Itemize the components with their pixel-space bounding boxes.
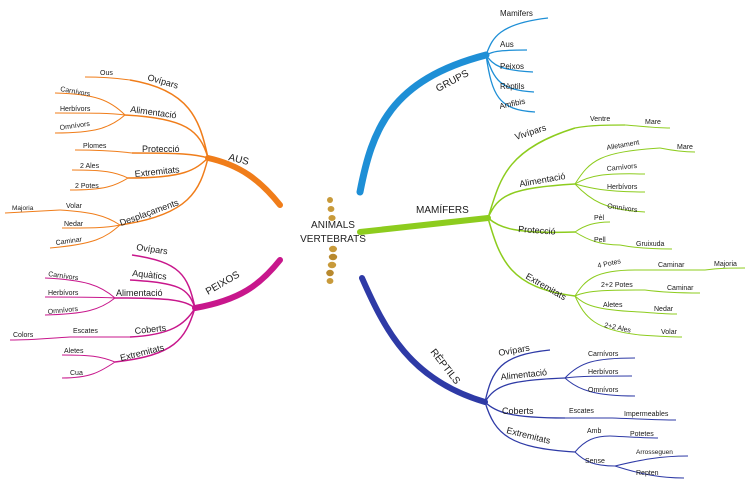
reptils-potetes: Potetes bbox=[630, 431, 654, 438]
peixos-herbivors: Herbívors bbox=[48, 290, 79, 297]
aus-omnivors: Omnívors bbox=[59, 121, 91, 132]
branch-grups[interactable]: GRUPS Mamifers Aus Peixos Rèptils Amfibi… bbox=[356, 9, 549, 196]
grups-mamifers: Mamifers bbox=[500, 9, 533, 18]
mamifers-mare-2: Mare bbox=[677, 144, 693, 151]
peixos-aquatics: Aquàtics bbox=[132, 268, 168, 282]
branch-aus[interactable]: AUS Ovípars Ous Alimentació Carnívors He… bbox=[4, 70, 283, 249]
peixos-colors: Colors bbox=[13, 332, 34, 339]
aus-plomes: Plomes bbox=[83, 143, 107, 150]
aus-proteccio: Protecció bbox=[142, 144, 180, 154]
aus-volar: Volar bbox=[66, 203, 83, 210]
mamifers-carnivors: Carnívors bbox=[606, 163, 637, 173]
mamifers-majoria: Majoria bbox=[714, 261, 737, 268]
aus-2-potes: 2 Potes bbox=[75, 183, 99, 190]
peixos-cua: Cua bbox=[70, 370, 83, 377]
aus-extremitats: Extremitats bbox=[134, 164, 180, 179]
spine-icon bbox=[326, 197, 338, 284]
aus-majoria: Majoria bbox=[12, 205, 34, 212]
reptils-arrosseguen: Arrosseguen bbox=[636, 449, 673, 456]
peixos-ovipars: Ovípars bbox=[136, 242, 169, 256]
grups-amfibis: Amfibis bbox=[499, 97, 527, 111]
reptils-alimentacio: Alimentació bbox=[500, 367, 547, 382]
peixos-aletes: Aletes bbox=[64, 348, 84, 355]
peixos-omnivors: Omnívors bbox=[47, 306, 78, 316]
mamifers-pell: Pell bbox=[594, 237, 606, 244]
mamifers-aletes: Aletes bbox=[603, 302, 623, 309]
peixos-extremitats: Extremitats bbox=[119, 342, 166, 363]
mamifers-ventre: Ventre bbox=[590, 116, 610, 123]
reptils-impermeables: Impermeables bbox=[624, 411, 669, 418]
reptils-sense: Sense bbox=[585, 458, 605, 465]
peixos-alimentacio: Alimentació bbox=[116, 288, 163, 298]
grups-peixos: Peixos bbox=[500, 62, 524, 71]
branch-reptils[interactable]: RÈPTILS Ovípars Alimentació Carnívors He… bbox=[359, 275, 689, 479]
mamifers-2-2-ales: 2+2 Ales bbox=[604, 322, 632, 335]
mamifers-pel: Pèl bbox=[594, 215, 605, 222]
mamifers-nedar: Nedar bbox=[654, 306, 674, 313]
mamifers-gruixuda: Gruixuda bbox=[636, 241, 665, 248]
mamifers-herbivors: Herbívors bbox=[607, 184, 638, 191]
mamifers-proteccio: Protecció bbox=[518, 224, 556, 237]
aus-herbivors: Herbívors bbox=[60, 106, 91, 113]
reptils-escates: Escates bbox=[569, 408, 594, 415]
mamifers-mare-1: Mare bbox=[645, 119, 661, 126]
reptils-omnivors: Omnívors bbox=[588, 387, 619, 394]
mamifers-title: MAMÍFERS bbox=[416, 203, 469, 216]
aus-carnivors: Carnívors bbox=[60, 86, 92, 98]
center-title-line1: ANIMALS bbox=[311, 220, 355, 231]
mamifers-caminar-1: Caminar bbox=[658, 262, 685, 269]
mamifers-4-potes: 4 Potes bbox=[597, 258, 622, 270]
center-title-line2: VERTEBRATS bbox=[300, 234, 366, 245]
reptils-ovipars: Ovípars bbox=[498, 343, 531, 358]
reptils-herbivors: Herbívors bbox=[588, 369, 619, 376]
branch-peixos[interactable]: PEIXOS Ovípars Aquàtics Alimentació Carn… bbox=[9, 242, 283, 379]
peixos-escates: Escates bbox=[73, 328, 98, 335]
peixos-carnivors: Carnívors bbox=[48, 271, 80, 282]
grups-aus: Aus bbox=[500, 40, 514, 49]
mamifers-2-2-potes: 2+2 Potes bbox=[601, 282, 633, 289]
reptils-repten: Repten bbox=[636, 470, 659, 477]
grups-reptils: Rèptils bbox=[500, 82, 524, 91]
mamifers-extremitats: Extremitats bbox=[524, 271, 568, 302]
aus-ovipars: Ovípars bbox=[146, 72, 180, 90]
mamifers-vivipars: Vivípars bbox=[514, 122, 548, 142]
mamifers-caminar-2: Caminar bbox=[667, 285, 694, 292]
center-node[interactable]: ANIMALS VERTEBRATS bbox=[300, 197, 366, 284]
aus-ous: Ous bbox=[100, 70, 113, 77]
branch-mamifers[interactable]: MAMÍFERS Vivípars Ventre Mare Alimentaci… bbox=[357, 116, 746, 338]
mamifers-volar: Volar bbox=[661, 329, 678, 336]
aus-title: AUS bbox=[227, 152, 250, 168]
reptils-coberts: Coberts bbox=[502, 406, 534, 416]
aus-caminar: Caminar bbox=[55, 236, 83, 247]
aus-2-ales: 2 Ales bbox=[80, 163, 100, 170]
aus-nedar: Nedar bbox=[64, 221, 84, 228]
aus-desplacaments: Desplaçaments bbox=[118, 197, 180, 228]
reptils-amb: Amb bbox=[587, 428, 602, 435]
peixos-coberts: Coberts bbox=[134, 323, 167, 336]
reptils-extremitats: Extremitats bbox=[506, 425, 553, 446]
reptils-carnivors: Carnívors bbox=[588, 351, 619, 358]
mamifers-omnivors: Omnívors bbox=[607, 203, 639, 214]
